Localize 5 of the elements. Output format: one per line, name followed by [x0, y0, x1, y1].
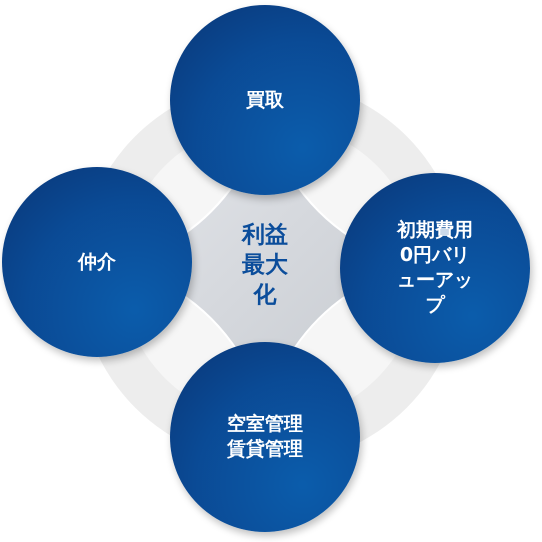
circle-label: 初期費用0円バリューアップ	[396, 218, 474, 318]
circle-label: 買取	[245, 88, 285, 112]
circle-label: 仲介	[76, 250, 117, 274]
center-label: 利益最大化	[240, 221, 289, 310]
circle-label: 空室管理賃貸管理	[226, 412, 304, 462]
